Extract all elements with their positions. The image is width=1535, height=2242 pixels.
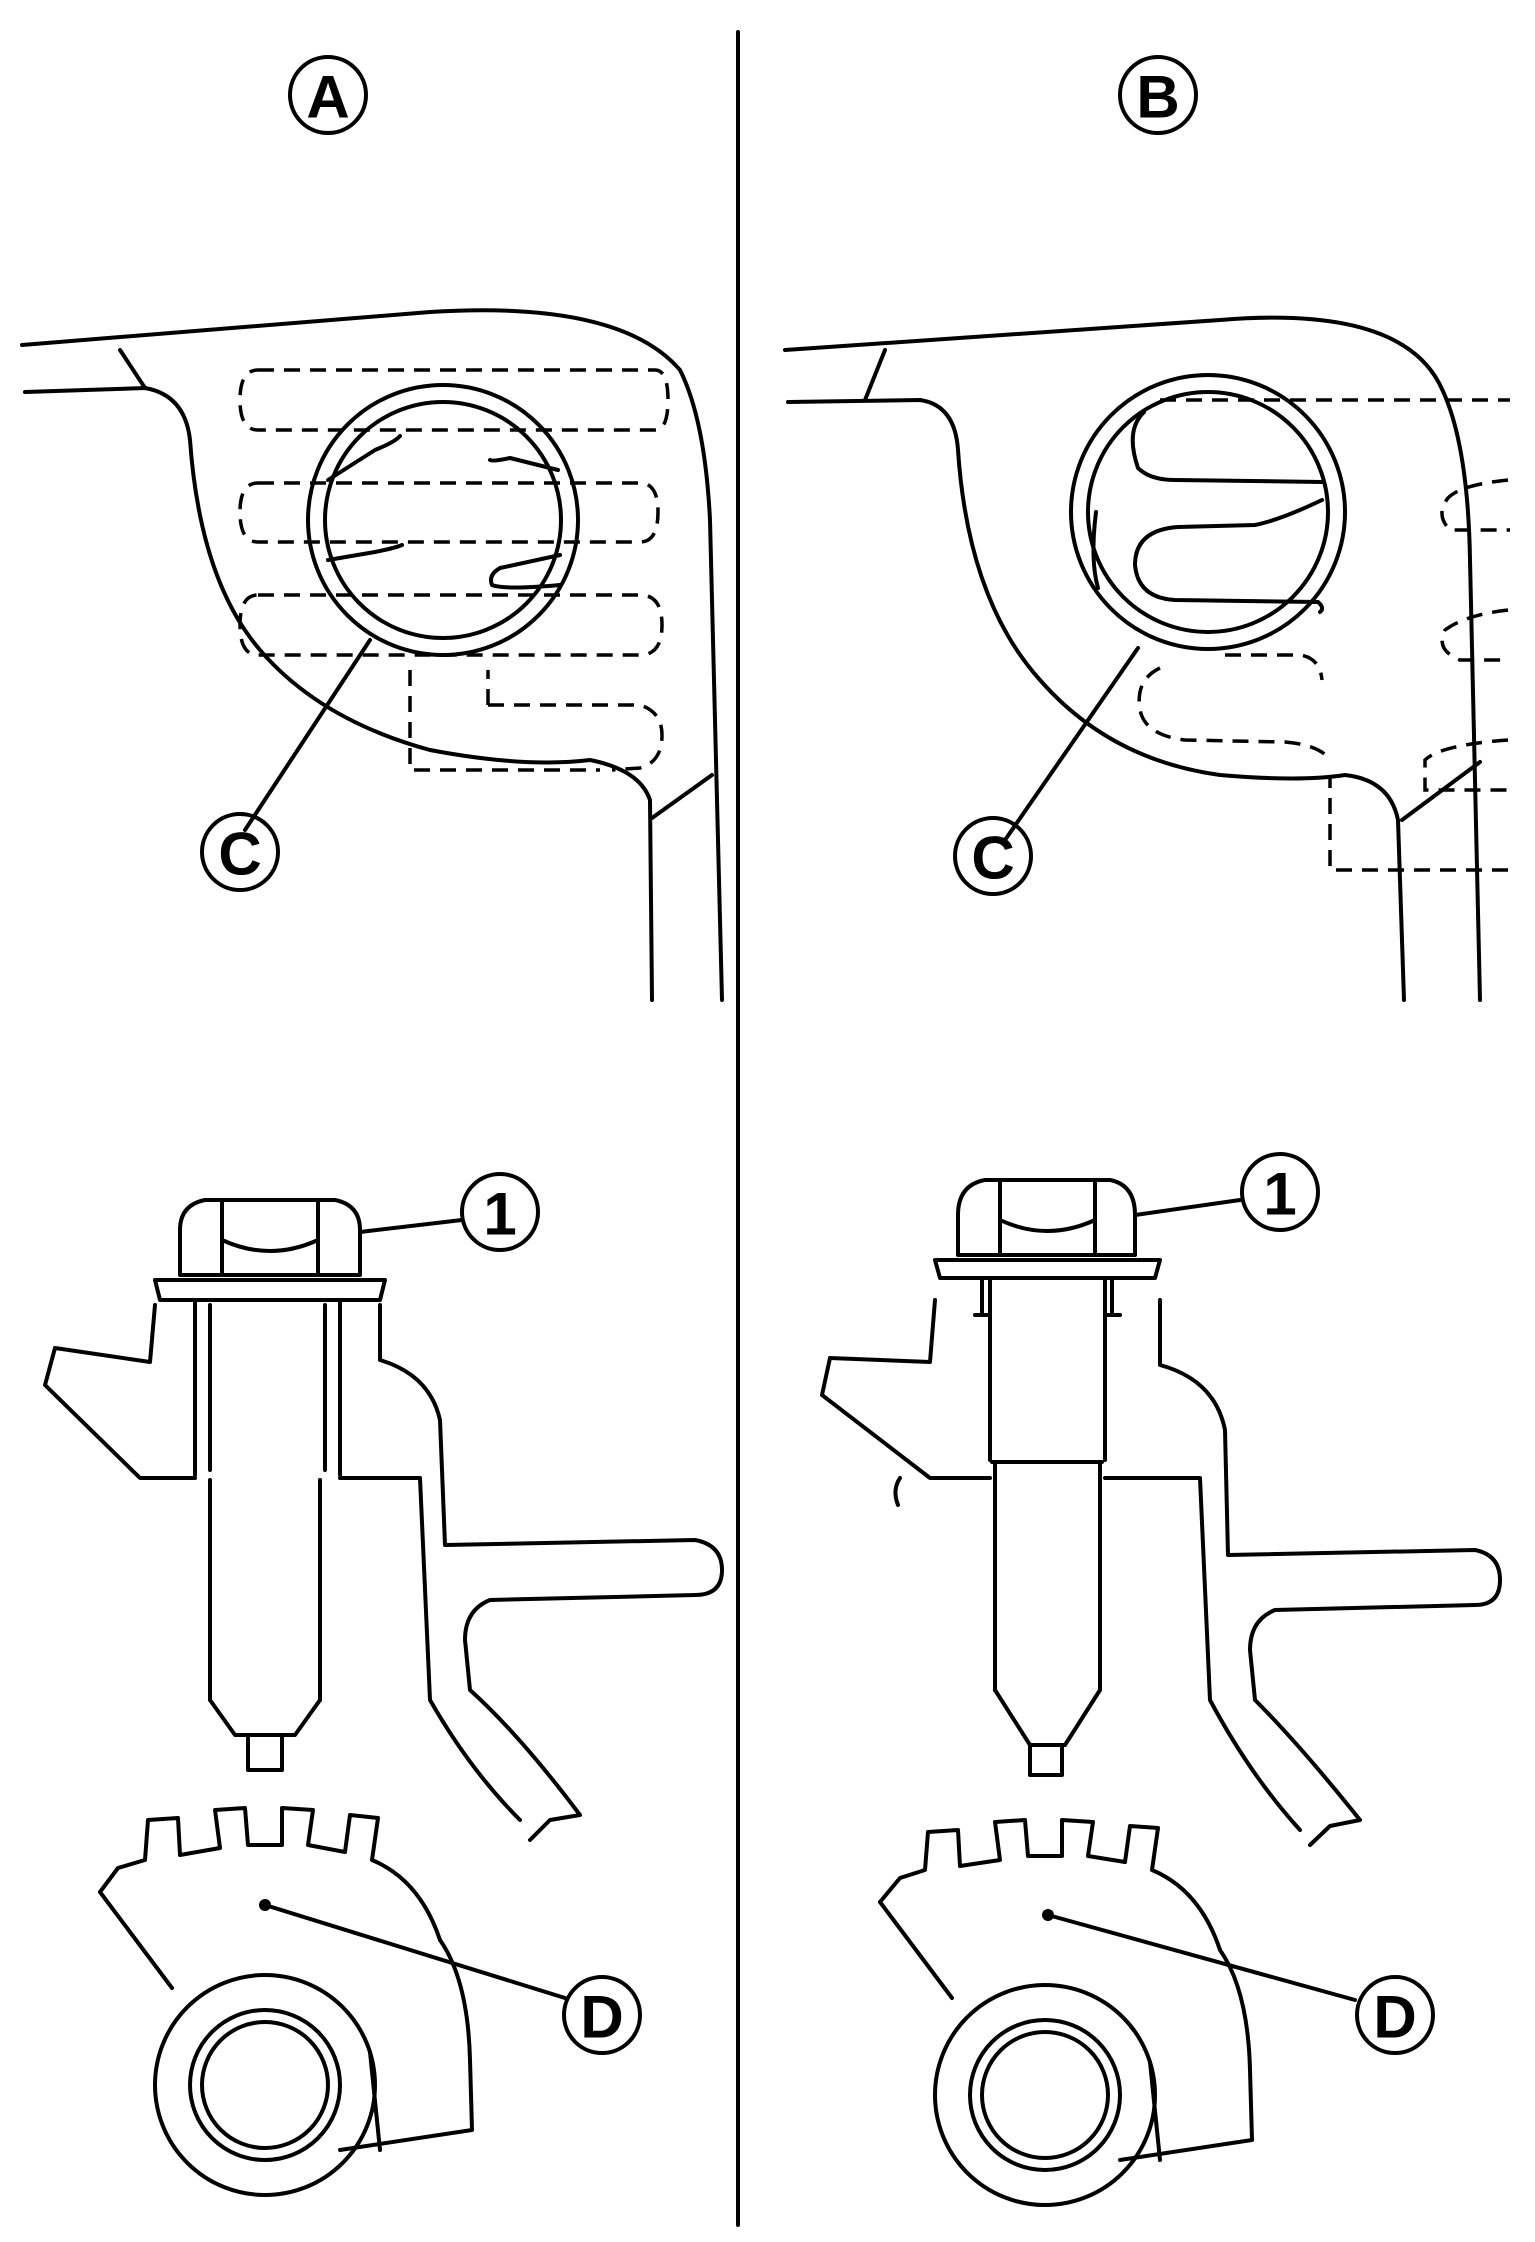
panel-a-callout-c: C bbox=[200, 812, 280, 892]
panel-a-callout-1: 1 bbox=[358, 1172, 540, 1252]
svg-text:1: 1 bbox=[1263, 1161, 1296, 1228]
panel-a-callout-d: D bbox=[562, 1975, 642, 2055]
panel-b-label: B bbox=[1136, 64, 1179, 131]
panel-b-bolt-head bbox=[956, 1178, 1137, 1257]
panel-b-callout-1: 1 bbox=[1133, 1152, 1320, 1232]
panel-b-callout-c: C bbox=[953, 816, 1033, 896]
svg-text:C: C bbox=[218, 821, 261, 888]
svg-text:C: C bbox=[971, 825, 1014, 892]
panel-a-bolt-assembly bbox=[43, 1198, 724, 2197]
panel-a-bolt-head bbox=[178, 1198, 362, 1277]
panel-a-inspection-hole bbox=[306, 383, 580, 657]
svg-text:1: 1 bbox=[483, 1181, 516, 1248]
panel-b-badge: B bbox=[1118, 55, 1198, 135]
panel-a: A C bbox=[20, 55, 724, 2197]
panel-a-badge: A bbox=[288, 55, 368, 135]
panel-b-housing-top bbox=[783, 315, 1510, 1002]
svg-text:D: D bbox=[1373, 1984, 1416, 2051]
panel-a-label: A bbox=[306, 64, 349, 131]
panel-b-bolt-assembly bbox=[820, 1178, 1502, 2207]
svg-text:D: D bbox=[580, 1984, 623, 2051]
panel-a-housing-top bbox=[20, 308, 724, 1002]
panel-b-callout-d: D bbox=[1355, 1975, 1435, 2055]
panel-b: B C bbox=[783, 55, 1510, 2207]
panel-b-inspection-hole bbox=[1069, 373, 1347, 651]
